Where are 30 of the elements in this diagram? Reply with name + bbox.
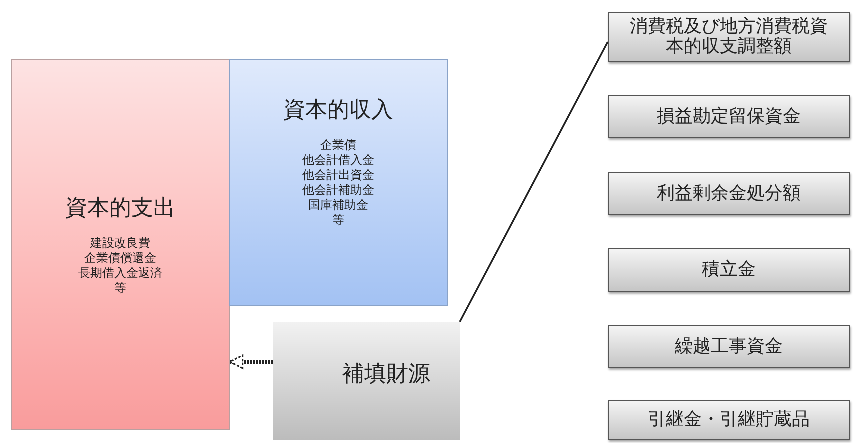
item-label: 損益勘定留保資金 [657,106,801,126]
item-text: 企業債償還金 [84,250,156,266]
item-text: 国庫補助金 [308,198,368,213]
funding-source-box [273,322,460,440]
item-text: 他会計出資金 [302,168,374,183]
item-label: 利益剰余金処分額 [657,184,801,204]
section-heading: 資本的収入 [284,97,394,125]
connector-line [459,42,609,322]
item-text: 建設改良費 [90,236,150,250]
item-label: 繰越工事資金 [675,336,783,356]
item-text: 他会計借入金 [302,153,374,168]
item-text: 等 [114,280,126,296]
process-box [608,95,850,138]
item-label: 引継金・引継貯蔵品 [648,410,810,430]
section-heading: 補填財源 [342,361,430,389]
item-text: 等 [332,213,344,228]
process-box [608,325,850,368]
process-box [608,172,850,215]
item-label: 積立金 [702,260,756,280]
item-text: 長期借入金返済 [78,266,162,280]
item-text: 他会計補助金 [302,183,374,198]
dotted-arrow [229,354,273,370]
item-label: 消費税及び地方消費税資本的収支調整額 [630,17,828,57]
process-box [608,12,850,62]
expenditure-panel [11,59,230,430]
revenue-panel [229,59,448,306]
section-heading: 資本的支出 [66,194,176,222]
process-box [608,248,850,292]
item-text: 企業債 [320,138,356,153]
process-box [608,400,850,440]
